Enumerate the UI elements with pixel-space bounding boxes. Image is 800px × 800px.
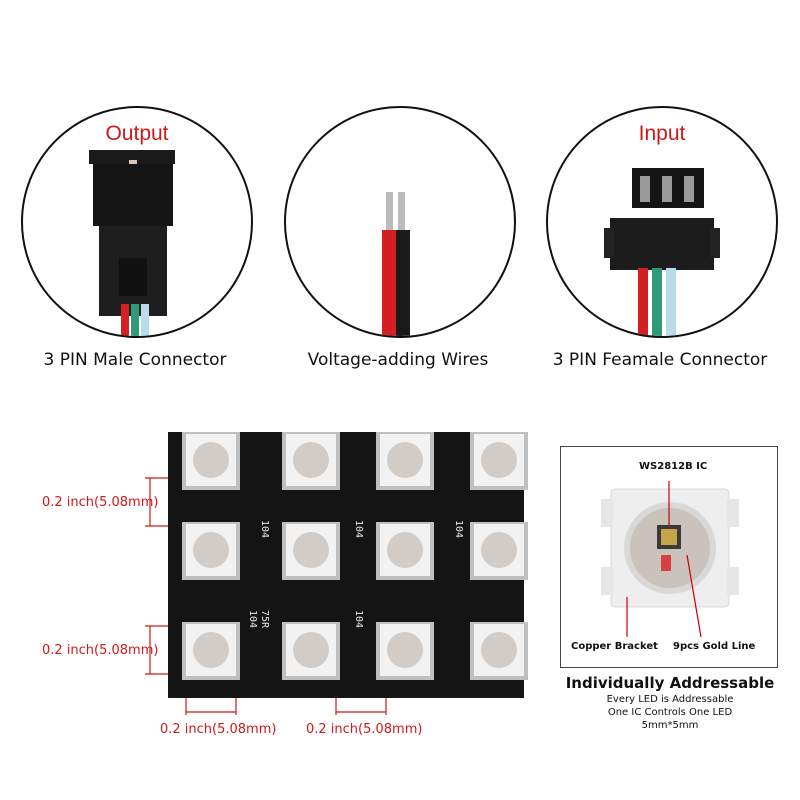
- led-package: [182, 432, 240, 490]
- silkscreen-label: 104: [247, 610, 258, 628]
- led-package: [376, 522, 434, 580]
- dimension-lines: [145, 477, 387, 715]
- dim-left-top: 0.2 inch(5.08mm): [42, 495, 159, 510]
- led-package: [282, 432, 340, 490]
- silkscreen-label: 75R: [259, 610, 270, 629]
- led-matrix-pcb: 104 104 104 104 75R 104: [145, 432, 528, 715]
- wires-caption: Voltage-adding Wires: [307, 350, 489, 370]
- led-package: [282, 522, 340, 580]
- input-label: Input: [638, 122, 686, 145]
- silkscreen-label: 104: [353, 520, 364, 538]
- led-package: [182, 522, 240, 580]
- male-connector-circle: Output: [21, 106, 253, 338]
- output-label: Output: [105, 122, 169, 145]
- female-connector-caption: 3 PIN Feamale Connector: [552, 350, 768, 370]
- led-package: [470, 432, 528, 490]
- dim-bottom-left: 0.2 inch(5.08mm): [160, 722, 277, 737]
- led-package: [376, 432, 434, 490]
- female-connector-circle: Input: [546, 106, 778, 338]
- ws2812b-chip-image: [601, 481, 739, 638]
- addressable-line-3: 5mm*5mm: [641, 720, 699, 731]
- led-package: [470, 522, 528, 580]
- wires-image: [382, 192, 410, 336]
- addressable-line-1: Every LED is Addressable: [606, 694, 734, 705]
- gold-line-label: 9pcs Gold Line: [673, 641, 756, 652]
- copper-bracket-label: Copper Bracket: [571, 641, 658, 652]
- dim-left-bottom: 0.2 inch(5.08mm): [42, 643, 159, 658]
- wires-circle: [284, 106, 516, 338]
- male-connector-image: [89, 150, 175, 336]
- led-package: [182, 622, 240, 680]
- led-package: [282, 622, 340, 680]
- addressable-line-2: One IC Controls One LED: [607, 707, 733, 718]
- ic-label: WS2812B IC: [639, 461, 708, 472]
- chip-detail-card: WS2812B IC Copper Bracket 9pcs Gold Line: [560, 446, 778, 668]
- silkscreen-label: 104: [259, 520, 270, 538]
- led-package: [376, 622, 434, 680]
- dim-bottom-right: 0.2 inch(5.08mm): [306, 722, 423, 737]
- male-connector-caption: 3 PIN Male Connector: [43, 350, 227, 370]
- led-package: [470, 622, 528, 680]
- addressable-title: Individually Addressable: [565, 674, 775, 692]
- led-grid: [182, 432, 528, 680]
- silkscreen-label: 104: [353, 610, 364, 628]
- silkscreen: 104 104 104 104 75R 104: [247, 520, 464, 629]
- silkscreen-label: 104: [453, 520, 464, 538]
- female-connector-image: [604, 168, 720, 336]
